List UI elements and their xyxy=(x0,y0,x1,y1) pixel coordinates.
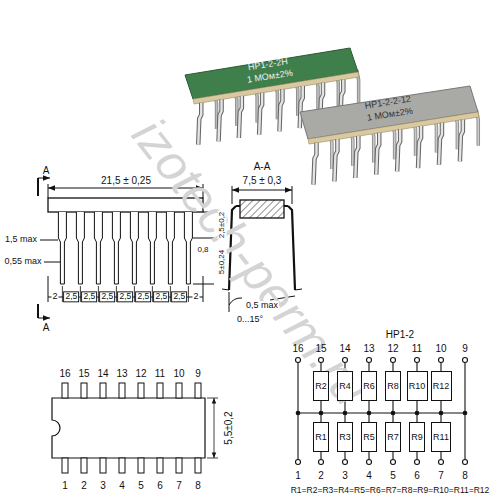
resistor-label: R11 xyxy=(433,433,449,442)
resistor-symbol: R3 xyxy=(337,422,353,452)
resistor-label: R5 xyxy=(363,433,375,442)
pin-number: 5,5±0,2 xyxy=(223,410,234,445)
lead xyxy=(76,212,84,284)
dimension-label: 2,5 xyxy=(63,291,79,302)
resistor-symbol: R4 xyxy=(337,371,353,401)
dimension-label: 2,5 xyxy=(171,291,187,302)
dimension-label: 2 xyxy=(192,292,199,302)
top-view-pins xyxy=(62,383,201,473)
resistor-symbol: R12 xyxy=(431,371,452,401)
pin-number: 3 xyxy=(100,480,106,491)
resistor-symbol: R5 xyxy=(361,422,377,452)
resistor-label: R4 xyxy=(339,382,351,391)
dimension-label: 1,5 max xyxy=(5,235,37,245)
dimension-label: 2 xyxy=(51,292,58,302)
resistor-symbol: R10 xyxy=(407,371,428,401)
resistor-label: R10 xyxy=(409,382,426,391)
pin-number: 6 xyxy=(414,470,420,481)
lead xyxy=(94,212,102,284)
resistor-label: R2 xyxy=(315,382,327,391)
resistor-label: R12 xyxy=(433,382,450,391)
dimension-label: 2,5 xyxy=(117,291,133,302)
pin-number: 13 xyxy=(116,368,127,379)
dimension-label: A xyxy=(43,322,50,333)
pin-number: 10 xyxy=(173,368,184,379)
pin-number: 11 xyxy=(155,368,165,379)
dimension-label: 21,5 ± 0,25 xyxy=(100,175,152,186)
resistor-symbol: R7 xyxy=(385,422,401,452)
resistor-label: R3 xyxy=(339,433,351,442)
dimension-label: 7,5 ± 0,3 xyxy=(242,175,283,186)
resistor-symbol: R1 xyxy=(313,422,329,452)
pin-number: 7 xyxy=(438,470,444,481)
resistor-label: R7 xyxy=(387,433,399,442)
pin-number: 13 xyxy=(363,343,374,354)
pin-number: 6 xyxy=(157,480,163,491)
lead-pins xyxy=(58,212,192,302)
pin-number: 8 xyxy=(195,480,201,491)
pin-number: 16 xyxy=(292,343,303,354)
dimension-label: 0,55 max xyxy=(4,257,41,267)
pin-number: 5 xyxy=(390,470,396,481)
pin-number: 9 xyxy=(462,343,468,354)
resistor-symbol: R11 xyxy=(431,422,451,452)
lead xyxy=(166,212,174,284)
pin-number: 12 xyxy=(135,368,146,379)
dimension-label: 5±0,24 xyxy=(218,249,227,275)
pin-number: 1 xyxy=(62,480,68,491)
pin-number: НР1-2 xyxy=(386,329,414,340)
schematic-wiring xyxy=(296,358,468,465)
dimension-label: 0,5 max xyxy=(245,301,279,311)
pin-number: 7 xyxy=(176,480,182,491)
lead xyxy=(148,212,156,284)
dimension-label: 2,5 xyxy=(135,291,151,302)
resistor-symbol: R6 xyxy=(361,371,377,401)
pin-number: 5 xyxy=(138,480,144,491)
pin-number: 15 xyxy=(78,368,89,379)
pin-number: 16 xyxy=(59,368,70,379)
pin-number: 10 xyxy=(435,343,446,354)
pin-number: 9 xyxy=(195,368,201,379)
lead xyxy=(58,212,66,284)
pin-number: 2 xyxy=(318,470,324,481)
pin-number: 8 xyxy=(462,470,468,481)
resistor-symbol: R8 xyxy=(385,371,401,401)
component-photo xyxy=(185,48,479,185)
pin-number: 4 xyxy=(366,470,372,481)
lead xyxy=(112,212,120,284)
resistor-label: R1 xyxy=(315,433,327,442)
dimension-label: 2,5 xyxy=(99,291,115,302)
pin-number: 4 xyxy=(119,480,125,491)
pin-number: 14 xyxy=(339,343,350,354)
pin-number: 1 xyxy=(295,470,301,481)
pin-number: 12 xyxy=(387,343,398,354)
top-view xyxy=(52,398,218,458)
dimension-label: 2,5 xyxy=(153,291,169,302)
resistor-symbol: R2 xyxy=(313,371,329,401)
dimension-label: 2,5 xyxy=(81,291,97,302)
dimension-label: A xyxy=(43,165,50,176)
dimension-label: 2,5±0,2 xyxy=(218,211,227,240)
pin-number: 2 xyxy=(81,480,87,491)
pin-number: 15 xyxy=(315,343,326,354)
dimension-label: 0,8 xyxy=(197,246,208,255)
pin-number: 3 xyxy=(342,470,348,481)
pin-number: 11 xyxy=(412,343,422,354)
resistor-label: R6 xyxy=(363,382,375,391)
resistor-label: R8 xyxy=(387,382,399,391)
dimension-label: 0...15° xyxy=(237,315,263,325)
pin-number: 14 xyxy=(97,368,108,379)
resistor-label: R9 xyxy=(411,433,423,442)
dimension-label: A-A xyxy=(254,161,271,172)
resistor-symbol: R9 xyxy=(409,422,425,452)
pin-number: R1=R2=R3=R4=R5=R6=R7=R8=R9=R10=R11=R12 xyxy=(291,486,490,495)
lead xyxy=(130,212,138,284)
